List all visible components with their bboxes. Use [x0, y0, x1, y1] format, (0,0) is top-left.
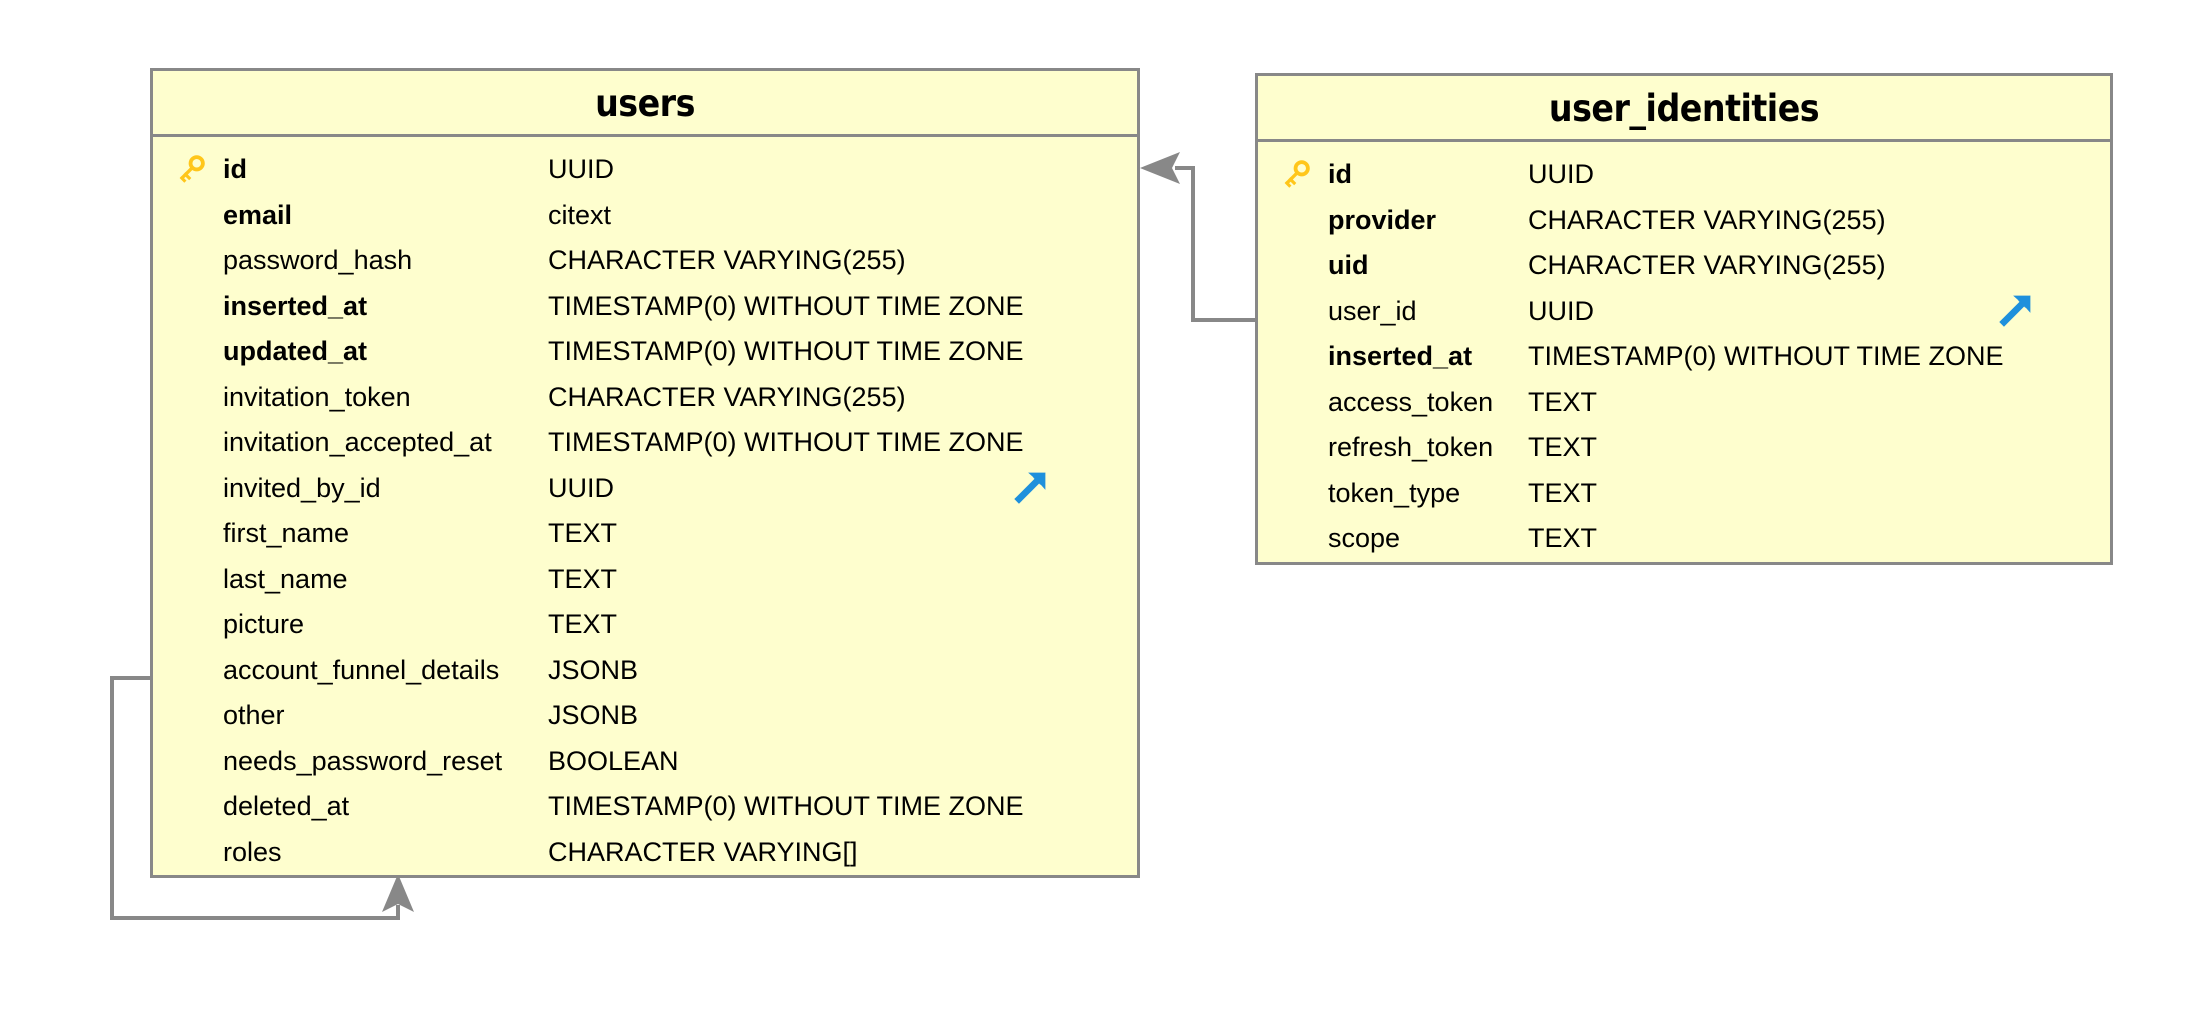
column-type: TIMESTAMP(0) WITHOUT TIME ZONE [548, 336, 1024, 367]
column-type: BOOLEAN [548, 745, 679, 776]
column-type: TEXT [548, 609, 618, 640]
table-row[interactable]: invitation_accepted_at TIMESTAMP(0) WITH… [153, 420, 1137, 466]
column-name: account_funnel_details [223, 654, 500, 685]
table-row[interactable]: password_hash CHARACTER VARYING(255) [153, 238, 1137, 284]
column-name: deleted_at [223, 791, 350, 822]
connector-user-identities-to-users [1140, 152, 1255, 322]
column-name: invitation_token [223, 381, 411, 412]
column-type: UUID [1528, 159, 1594, 190]
column-type: TIMESTAMP(0) WITHOUT TIME ZONE [548, 427, 1024, 458]
column-name: password_hash [223, 245, 413, 276]
table-row[interactable]: roles CHARACTER VARYING[] [153, 830, 1137, 876]
column-name: invitation_accepted_at [223, 427, 492, 458]
column-type: TEXT [548, 518, 618, 549]
column-name: inserted_at [1328, 341, 1473, 372]
table-row[interactable]: needs_password_reset BOOLEAN [153, 739, 1137, 785]
column-type: TIMESTAMP(0) WITHOUT TIME ZONE [548, 791, 1024, 822]
column-name: refresh_token [1328, 432, 1494, 463]
column-name: access_token [1328, 386, 1494, 417]
column-type: CHARACTER VARYING(255) [1528, 204, 1886, 235]
table-row[interactable]: deleted_at TIMESTAMP(0) WITHOUT TIME ZON… [153, 784, 1137, 830]
arrowhead-left [1140, 152, 1180, 184]
column-type: JSONB [548, 654, 639, 685]
column-name: token_type [1328, 477, 1461, 508]
table-row[interactable]: picture TEXT [153, 602, 1137, 648]
column-type: CHARACTER VARYING[] [548, 836, 858, 867]
table-row[interactable]: inserted_at TIMESTAMP(0) WITHOUT TIME ZO… [153, 284, 1137, 330]
primary-key-icon [171, 151, 209, 189]
entity-users[interactable]: users id UUID email [150, 68, 1140, 878]
entity-user-identities-columns: id UUID provider CHARACTER VARYING(255) … [1258, 142, 2110, 562]
table-row[interactable]: user_id UUID [1258, 289, 2110, 335]
table-row[interactable]: inserted_at TIMESTAMP(0) WITHOUT TIME ZO… [1258, 334, 2110, 380]
column-name: first_name [223, 518, 350, 549]
column-type: UUID [1528, 295, 1594, 326]
column-type: TEXT [548, 563, 618, 594]
column-type: TEXT [1528, 477, 1598, 508]
table-row[interactable]: scope TEXT [1258, 516, 2110, 562]
entity-users-columns: id UUID email citext password_hash CHARA… [153, 137, 1137, 875]
column-name: picture [223, 609, 305, 640]
table-row[interactable]: updated_at TIMESTAMP(0) WITHOUT TIME ZON… [153, 329, 1137, 375]
table-row[interactable]: provider CHARACTER VARYING(255) [1258, 198, 2110, 244]
table-row[interactable]: email citext [153, 193, 1137, 239]
column-name: provider [1328, 204, 1437, 235]
table-row[interactable]: id UUID [153, 147, 1137, 193]
column-name: user_id [1328, 295, 1417, 326]
primary-key-icon [1276, 156, 1314, 194]
column-type: UUID [548, 472, 614, 503]
foreign-key-icon [1993, 287, 2039, 333]
column-name: invited_by_id [223, 472, 381, 503]
column-type: TEXT [1528, 432, 1598, 463]
entity-users-title: users [153, 71, 1137, 137]
column-type: TEXT [1528, 386, 1598, 417]
table-row[interactable]: invitation_token CHARACTER VARYING(255) [153, 375, 1137, 421]
table-row[interactable]: token_type TEXT [1258, 471, 2110, 517]
column-type: CHARACTER VARYING(255) [548, 245, 906, 276]
column-type: CHARACTER VARYING(255) [548, 381, 906, 412]
table-row[interactable]: uid CHARACTER VARYING(255) [1258, 243, 2110, 289]
column-type: citext [548, 199, 612, 230]
table-row[interactable]: refresh_token TEXT [1258, 425, 2110, 471]
column-name: roles [223, 836, 282, 867]
column-type: CHARACTER VARYING(255) [1528, 250, 1886, 281]
table-row[interactable]: access_token TEXT [1258, 380, 2110, 426]
column-name: id [1328, 159, 1352, 190]
table-row[interactable]: last_name TEXT [153, 557, 1137, 603]
table-row[interactable]: other JSONB [153, 693, 1137, 739]
connector-users-self-reference [110, 676, 414, 920]
column-name: id [223, 154, 247, 185]
entity-user-identities[interactable]: user_identities id UUID [1255, 73, 2113, 565]
column-type: JSONB [548, 700, 639, 731]
entity-user-identities-title: user_identities [1258, 76, 2110, 142]
column-name: last_name [223, 563, 348, 594]
column-type: UUID [548, 154, 614, 185]
column-name: email [223, 199, 293, 230]
table-row[interactable]: id UUID [1258, 152, 2110, 198]
arrowhead-up [382, 874, 414, 912]
column-name: needs_password_reset [223, 745, 503, 776]
table-row[interactable]: first_name TEXT [153, 511, 1137, 557]
column-type: TIMESTAMP(0) WITHOUT TIME ZONE [1528, 341, 2004, 372]
foreign-key-icon [1008, 464, 1054, 510]
column-name: updated_at [223, 336, 368, 367]
column-type: TEXT [1528, 523, 1598, 554]
column-type: TIMESTAMP(0) WITHOUT TIME ZONE [548, 290, 1024, 321]
column-name: other [223, 700, 285, 731]
column-name: inserted_at [223, 290, 368, 321]
column-name: uid [1328, 250, 1369, 281]
table-row[interactable]: account_funnel_details JSONB [153, 648, 1137, 694]
column-name: scope [1328, 523, 1401, 554]
table-row[interactable]: invited_by_id UUID [153, 466, 1137, 512]
